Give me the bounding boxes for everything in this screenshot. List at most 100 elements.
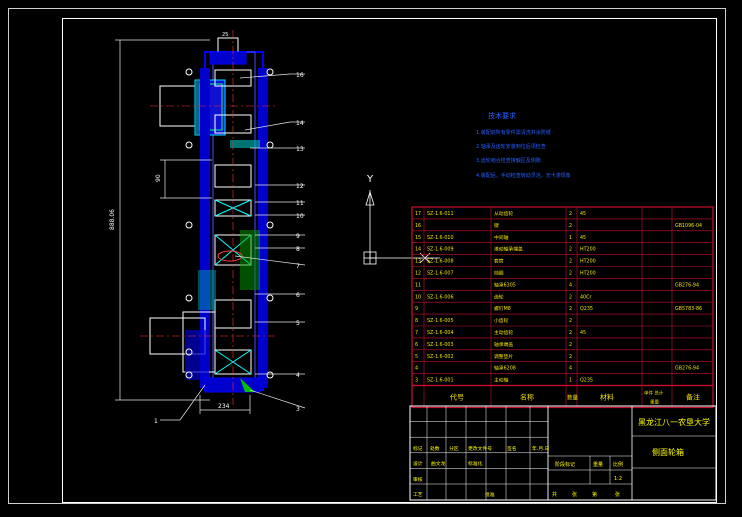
- part-code: SZ-1.6-006: [427, 294, 454, 300]
- leader-label: 14: [296, 120, 304, 127]
- stage-label: 阶段标记: [555, 461, 575, 468]
- part-code: SZ-1.6-002: [427, 354, 454, 360]
- part-material: HT200: [580, 271, 596, 277]
- part-qty: 2: [569, 294, 572, 300]
- header-code: 代号: [450, 393, 464, 402]
- header-note: 备注: [686, 393, 700, 402]
- part-name: 套筒: [494, 258, 504, 265]
- part-qty: 2: [569, 211, 572, 217]
- part-qty: 4: [569, 282, 572, 288]
- school-name: 黑龙江八一农垦大学: [638, 417, 710, 427]
- part-qty: 2: [569, 354, 572, 360]
- drawing-border-inner: [62, 18, 717, 503]
- part-name: 齿轮: [494, 293, 504, 300]
- leader-label: 7: [296, 263, 300, 270]
- header-weight: 单件 总计: [644, 390, 664, 397]
- part-no: 9: [415, 306, 418, 312]
- leader-label: 5: [296, 320, 300, 327]
- part-name: 调整垫片: [494, 353, 513, 360]
- part-code: SZ-1.6-001: [427, 378, 454, 384]
- part-material: Q235: [580, 306, 593, 312]
- part-name: 挡圈: [494, 270, 504, 277]
- part-no: 16: [415, 223, 421, 229]
- sheet-unit: 张: [572, 491, 577, 498]
- part-name: 轴承端盖: [494, 341, 513, 348]
- dim-overall: 888.06: [109, 209, 116, 230]
- leader-label-group: 16 14 13 12 11 10 9 8 7 6 5 4 3 1: [154, 72, 304, 425]
- part-no: 13: [415, 259, 421, 265]
- part-no: 14: [415, 247, 421, 253]
- part-no: 5: [415, 354, 418, 360]
- ucs-icon: [363, 190, 440, 265]
- leader-label: 9: [296, 233, 300, 240]
- sheet-index: 第: [592, 491, 597, 498]
- part-code: SZ-1.6-008: [427, 259, 454, 265]
- part-qty: 2: [569, 330, 572, 336]
- scale-label: 比例: [613, 461, 623, 468]
- part-code: SZ-1.6-003: [427, 342, 454, 348]
- sheet-total: 共: [552, 491, 557, 498]
- part-code: SZ-1.6-004: [427, 330, 454, 336]
- part-qty: 2: [569, 223, 572, 229]
- part-qty: 2: [569, 247, 572, 253]
- ucs-y-label: Y: [366, 174, 374, 185]
- part-no: 17: [415, 211, 421, 217]
- part-name: 主动轴: [494, 377, 509, 384]
- part-material: 45: [580, 330, 586, 336]
- leader-label: 6: [296, 292, 300, 299]
- part-note: GB276-94: [675, 282, 699, 288]
- part-no: 6: [415, 342, 418, 348]
- part-material: HT200: [580, 259, 596, 265]
- part-name: 轴承6305: [494, 281, 516, 288]
- part-no: 15: [415, 235, 421, 241]
- part-no: 3: [415, 378, 418, 384]
- part-code: SZ-1.6-007: [427, 271, 454, 277]
- leader-label: 12: [296, 183, 304, 190]
- part-material: 40Cr: [580, 294, 591, 300]
- part-qty: 1: [569, 378, 572, 384]
- sheet-unit2: 张: [615, 491, 620, 498]
- part-no: 4: [415, 366, 418, 372]
- part-no: 10: [415, 294, 421, 300]
- part-qty: 4: [569, 366, 572, 372]
- part-note: GB1096-04: [675, 223, 702, 229]
- leader-label: 3: [296, 406, 300, 413]
- part-name: 键: [494, 222, 499, 229]
- part-qty: 2: [569, 259, 572, 265]
- leader-label: 11: [296, 200, 304, 207]
- dim-top: 25: [222, 32, 228, 38]
- part-qty: 1: [569, 235, 572, 241]
- leader-label: 4: [296, 372, 300, 379]
- part-name: 从动齿轮: [494, 210, 513, 217]
- part-code: SZ-1.6-011: [427, 211, 454, 217]
- part-material: HT200: [580, 247, 596, 253]
- tech-req-item: 2.轴承及齿轮安装到位后须检查: [476, 143, 546, 150]
- part-code: SZ-1.6-010: [427, 235, 454, 241]
- header-qty: 数量: [567, 394, 579, 402]
- leader-label: 1: [154, 418, 158, 425]
- revision-header: 更改文件号: [468, 445, 492, 452]
- part-qty: 2: [569, 318, 572, 324]
- check-label: 审核: [413, 476, 423, 483]
- part-name: 中间轴: [494, 234, 509, 241]
- part-code: SZ-1.6-009: [427, 247, 454, 253]
- drawing-border-outer: [8, 8, 726, 504]
- part-name: 小齿轮: [494, 317, 509, 324]
- weight-label: 重量: [593, 461, 603, 468]
- dim-bottom: 234: [218, 403, 230, 410]
- part-qty: 2: [569, 342, 572, 348]
- leader-lines: [160, 73, 306, 421]
- tech-req-title: 技术要求: [488, 111, 516, 120]
- part-no: 7: [415, 330, 418, 336]
- design-label: 设计: [413, 460, 423, 467]
- tech-req-item: 1.装配前所有零件需清洗并涂防锈: [476, 129, 551, 136]
- scale-value: 1:2: [614, 476, 622, 482]
- technical-requirements: 技术要求 1.装配前所有零件需清洗并涂防锈 2.轴承及齿轮安装到位后须检查 3.…: [476, 111, 571, 179]
- title-block: 黑龙江八一农垦大学侧面轮箱阶段标记重量比例1:2共张第张标记处数分区更改文件号签…: [409, 405, 717, 501]
- leader-label: 13: [296, 146, 304, 153]
- part-no: 12: [415, 271, 421, 277]
- revision-header: 年.月.日: [532, 445, 549, 452]
- dim-90: 90: [155, 174, 162, 182]
